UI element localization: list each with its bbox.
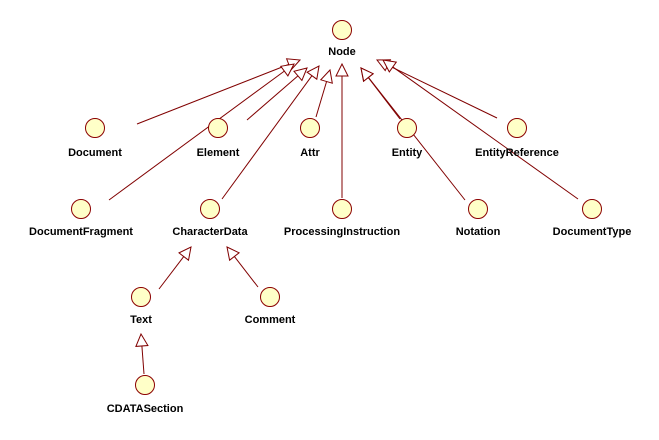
class-label-entity: Entity	[392, 147, 423, 159]
class-icon	[332, 199, 352, 219]
class-node-character-data[interactable]: CharacterData	[172, 199, 248, 239]
generalization-edge-entity-reference	[387, 64, 498, 119]
generalization-arrowhead-cdata-section	[135, 332, 149, 347]
class-node-cdata-section[interactable]: CDATASection	[107, 375, 184, 416]
class-node-notation[interactable]: Notation	[456, 199, 501, 239]
class-node-document[interactable]: Document	[68, 118, 122, 160]
class-label-entity-reference: EntityReference	[475, 147, 559, 159]
class-node-element[interactable]: Element	[197, 118, 240, 160]
class-label-document-type: DocumentType	[553, 226, 632, 238]
class-label-document: Document	[68, 147, 122, 159]
generalization-arrowhead-attr	[319, 68, 333, 84]
class-icon	[260, 287, 280, 307]
generalization-arrowhead-character-data	[306, 65, 320, 81]
class-label-element: Element	[197, 147, 240, 159]
generalization-arrowhead-text	[178, 246, 192, 262]
generalization-edge-text	[158, 256, 185, 290]
class-node-entity[interactable]: Entity	[392, 118, 423, 160]
class-icon	[582, 199, 602, 219]
class-label-processing-instruction: ProcessingInstruction	[284, 226, 400, 238]
class-label-attr: Attr	[300, 147, 320, 159]
class-label-node: Node	[328, 46, 356, 58]
generalization-arrowhead-document-fragment	[279, 63, 295, 77]
class-label-character-data: CharacterData	[172, 226, 248, 238]
generalization-edge-document-fragment	[108, 70, 285, 201]
class-icon	[507, 118, 527, 138]
class-icon	[200, 199, 220, 219]
generalization-edge-character-data	[221, 75, 313, 200]
class-icon	[468, 199, 488, 219]
class-node-processing-instruction[interactable]: ProcessingInstruction	[284, 199, 400, 239]
generalization-arrowhead-document-type	[382, 59, 398, 73]
class-node-document-type[interactable]: DocumentType	[553, 199, 632, 239]
class-icon	[85, 118, 105, 138]
class-node-entity-reference[interactable]: EntityReference	[475, 118, 559, 160]
class-label-document-fragment: DocumentFragment	[29, 226, 133, 238]
arrowheads-layer	[135, 58, 398, 347]
class-icon	[397, 118, 417, 138]
generalization-arrowhead-processing-instruction	[335, 62, 349, 77]
class-node-text[interactable]: Text	[130, 287, 152, 327]
generalization-edge-element	[246, 75, 299, 121]
generalization-edge-attr	[315, 81, 328, 118]
generalization-edge-notation	[368, 77, 466, 201]
class-label-comment: Comment	[245, 314, 296, 326]
class-icon	[131, 287, 151, 307]
class-node-document-fragment[interactable]: DocumentFragment	[29, 199, 133, 239]
generalization-edge-cdata-section	[141, 345, 145, 375]
class-node-node[interactable]: Node	[328, 20, 356, 59]
class-label-text: Text	[130, 314, 152, 326]
edges-layer	[108, 63, 579, 375]
generalization-edge-document-type	[392, 66, 579, 200]
generalization-edge-document	[136, 63, 290, 125]
class-icon	[135, 375, 155, 395]
class-label-cdata-section: CDATASection	[107, 403, 184, 415]
generalization-arrowhead-notation	[360, 67, 375, 82]
class-node-attr[interactable]: Attr	[300, 118, 320, 160]
class-icon	[300, 118, 320, 138]
class-icon	[208, 118, 228, 138]
generalization-arrowhead-comment	[226, 246, 241, 262]
class-label-notation: Notation	[456, 226, 501, 238]
class-node-comment[interactable]: Comment	[245, 287, 296, 327]
generalization-edge-comment	[233, 256, 259, 288]
generalization-arrowhead-element	[293, 67, 308, 82]
class-icon	[71, 199, 91, 219]
class-icon	[332, 20, 352, 40]
